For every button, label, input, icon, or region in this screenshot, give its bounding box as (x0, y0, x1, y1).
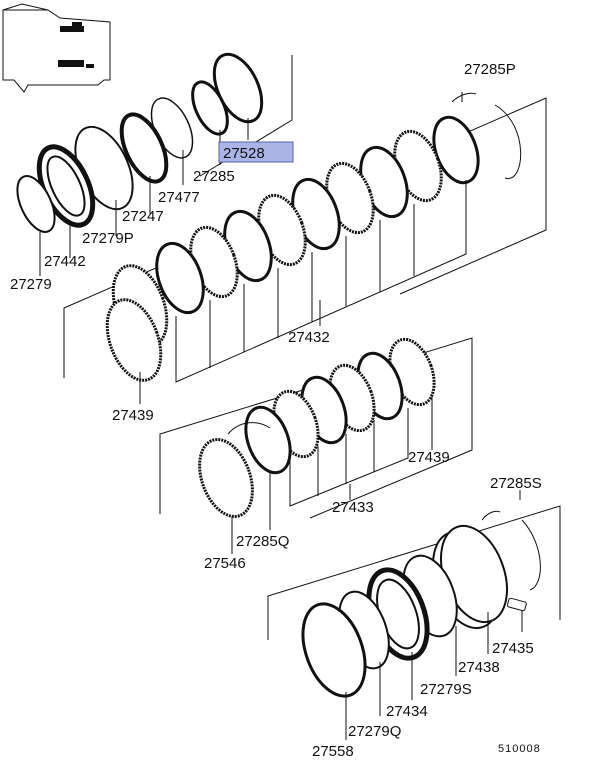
label-27433[interactable]: 27433 (332, 499, 374, 516)
label-27247[interactable]: 27247 (122, 208, 164, 225)
clutch-piston-group (267, 490, 561, 740)
plate-stack-27432 (105, 115, 480, 382)
label-27285[interactable]: 27285 (193, 168, 235, 185)
label-27546[interactable]: 27546 (204, 555, 246, 572)
clutch-plate-group-27432 (63, 92, 547, 404)
label-27279P[interactable]: 27279P (82, 230, 134, 247)
label-27285S[interactable]: 27285S (490, 475, 542, 492)
label-27279Q[interactable]: 27279Q (348, 723, 401, 740)
label-27477[interactable]: 27477 (158, 189, 200, 206)
label-27438[interactable]: 27438 (458, 659, 500, 676)
clutch-plate-group-27433 (159, 337, 473, 554)
figure-number: 510008 (498, 743, 541, 755)
label-27285P[interactable]: 27285P (464, 61, 516, 78)
label-27442[interactable]: 27442 (44, 253, 86, 270)
highlighted-part-box (218, 141, 294, 163)
transmission-locator-thumbnail (2, 3, 111, 93)
label-27558[interactable]: 27558 (312, 743, 354, 760)
label-27279S[interactable]: 27279S (420, 681, 472, 698)
part-labels: 27285P 27528 27285 27477 27247 27279P 27… (10, 61, 542, 760)
label-27528[interactable]: 27528 (223, 145, 265, 162)
label-27434[interactable]: 27434 (386, 703, 428, 720)
label-27435[interactable]: 27435 (492, 640, 534, 657)
label-27432[interactable]: 27432 (288, 329, 330, 346)
label-27285Q[interactable]: 27285Q (236, 533, 289, 550)
label-27439-upper[interactable]: 27439 (112, 407, 154, 424)
front-clutch-group (16, 52, 293, 276)
label-27439-lower[interactable]: 27439 (408, 449, 450, 466)
label-27279[interactable]: 27279 (10, 276, 52, 293)
plate-stack-27433 (198, 337, 436, 518)
